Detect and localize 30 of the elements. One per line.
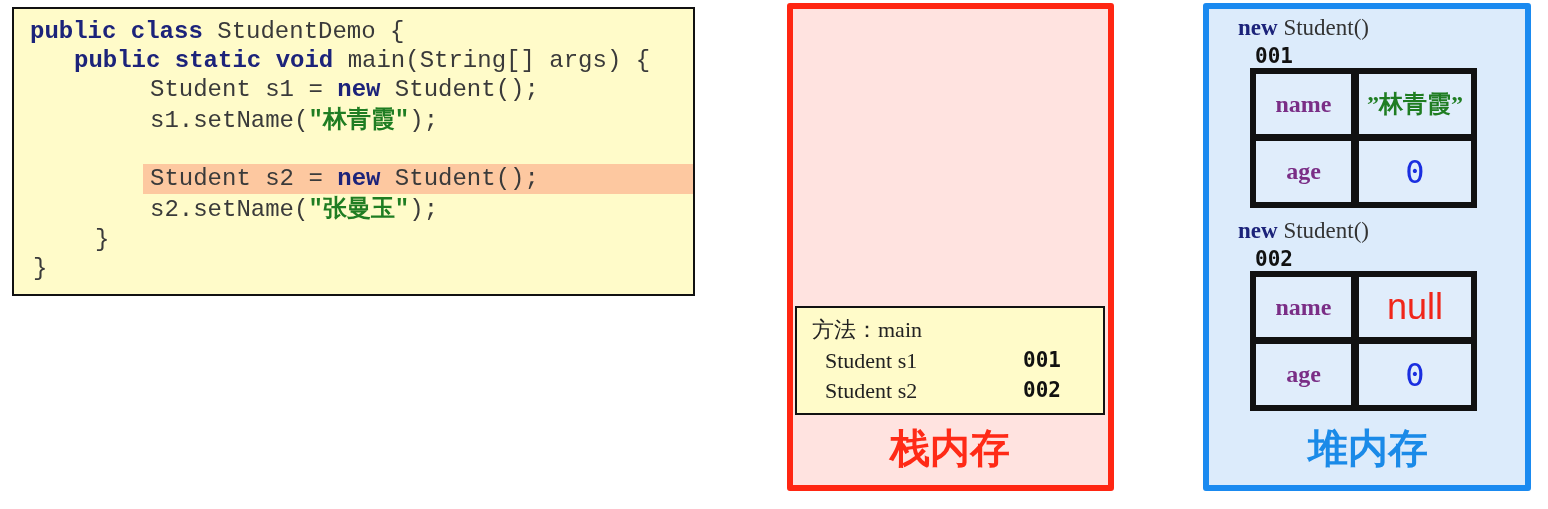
constructor-call: new Student() — [1238, 217, 1369, 245]
field-name-cell: age — [1256, 141, 1351, 202]
field-value-cell: 0 — [1359, 344, 1471, 405]
code-line: public static void main(String[] args) { — [74, 46, 651, 76]
code-line: public class StudentDemo { — [30, 17, 405, 47]
object-address: 001 — [1255, 43, 1293, 70]
constructor-call: new Student() — [1238, 14, 1369, 42]
stack-frame — [795, 306, 1105, 415]
field-name-cell: name — [1256, 277, 1351, 337]
variable-name: Student s1 — [825, 347, 918, 375]
code-line: s1.setName("林青霞"); — [150, 106, 439, 136]
field-value-cell: null — [1359, 277, 1471, 337]
code-panel — [12, 7, 695, 296]
method-label: 方法：main — [812, 316, 922, 344]
address-value: 001 — [1023, 347, 1061, 374]
code-line: } — [33, 254, 48, 284]
heap-memory-panel — [1203, 3, 1531, 491]
field-value-cell: ”林青霞” — [1359, 74, 1471, 134]
field-value-cell: 0 — [1359, 141, 1471, 202]
code-line: } — [95, 225, 110, 255]
code-line: Student s1 = new Student(); — [150, 75, 539, 105]
panel-title: 堆内存 — [1308, 425, 1428, 471]
object-address: 002 — [1255, 246, 1293, 273]
variable-name: Student s2 — [825, 377, 918, 405]
stack-memory-panel — [787, 3, 1114, 491]
field-name-cell: age — [1256, 344, 1351, 405]
code-line: s2.setName("张曼玉"); — [150, 195, 439, 225]
panel-title: 栈内存 — [890, 425, 1010, 471]
address-value: 002 — [1023, 377, 1061, 404]
field-name-cell: name — [1256, 74, 1351, 134]
